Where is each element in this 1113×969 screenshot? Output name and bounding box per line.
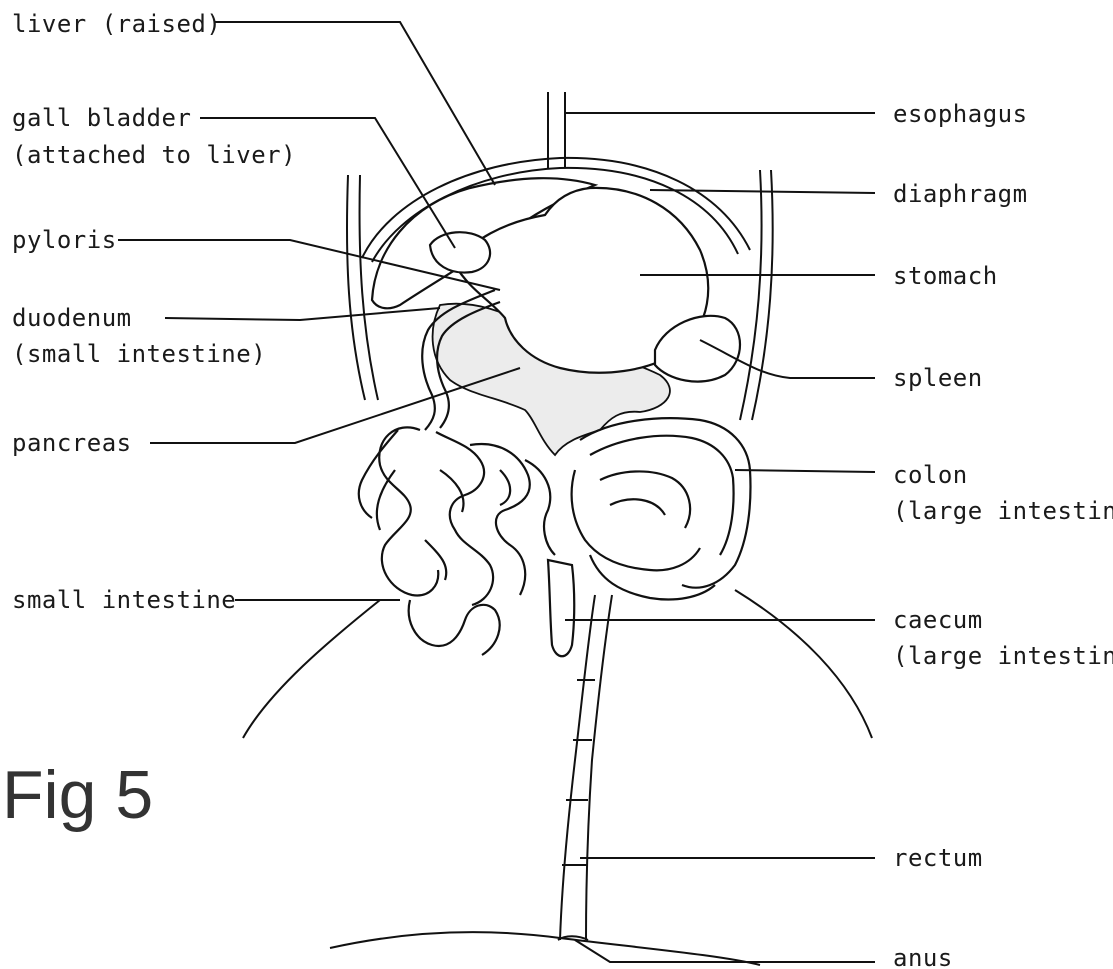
label-pyloris: pyloris: [12, 226, 117, 254]
label-spleen: spleen: [893, 364, 983, 392]
leader-colon: [735, 470, 875, 472]
label-stomach: stomach: [893, 262, 998, 290]
caecum: [548, 560, 574, 656]
colon: [572, 418, 751, 599]
label-colon: colon: [893, 461, 968, 489]
label-duodenum-note: (small intestine): [12, 340, 266, 368]
leader-diaphragm: [650, 190, 875, 193]
label-pancreas: pancreas: [12, 429, 132, 457]
label-caecum: caecum: [893, 606, 983, 634]
small-intestine: [359, 427, 555, 655]
label-diaphragm: diaphragm: [893, 180, 1028, 208]
label-liver: liver (raised): [12, 10, 221, 38]
label-esophagus: esophagus: [893, 100, 1028, 128]
label-duodenum: duodenum: [12, 304, 132, 332]
leader-duodenum: [165, 308, 440, 320]
label-small-intestine: small intestine: [12, 586, 236, 614]
label-gall-bladder-note: (attached to liver): [12, 141, 296, 169]
label-gall-bladder: gall bladder: [12, 104, 191, 132]
label-caecum-note: (large intestine: [893, 642, 1113, 670]
figure-label: Fig 5: [2, 757, 153, 833]
label-anus: anus: [893, 944, 953, 969]
label-rectum: rectum: [893, 844, 983, 872]
label-colon-note: (large intestine: [893, 497, 1113, 525]
esophagus: [548, 92, 565, 168]
